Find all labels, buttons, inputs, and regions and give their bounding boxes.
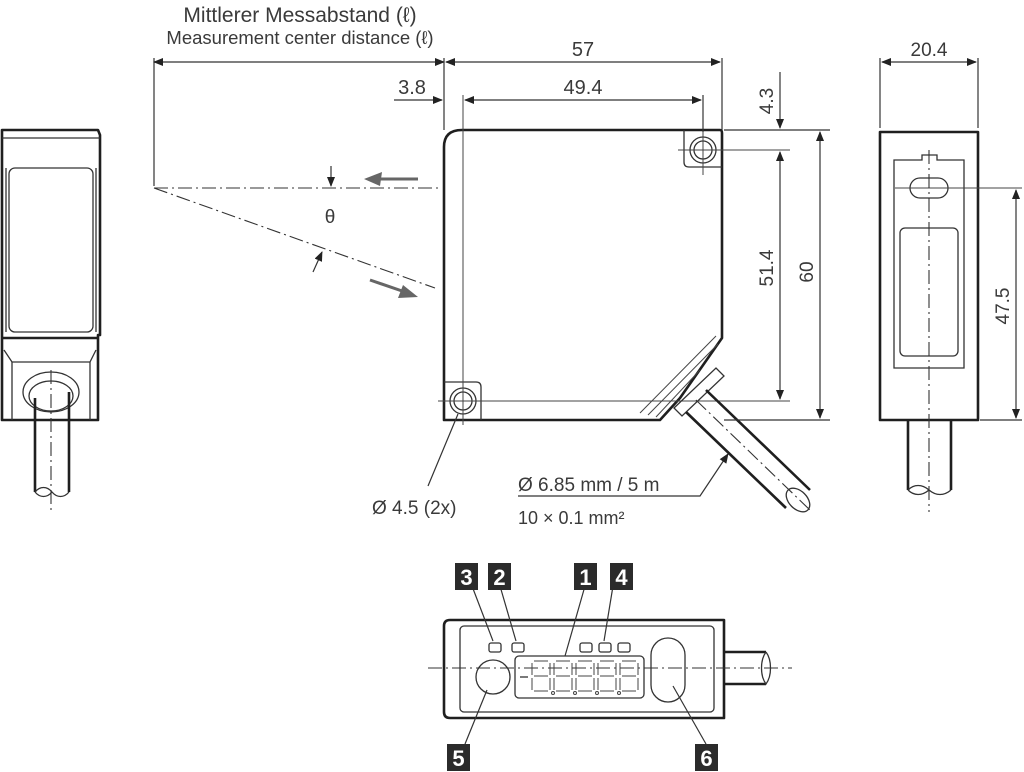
dim-height-total: 60 <box>797 261 818 282</box>
callout-badge-6: 6 <box>695 744 718 771</box>
callout-badge-5: 5 <box>447 744 470 771</box>
measurement-distance-dim: θ <box>153 58 445 298</box>
round-button[interactable] <box>475 659 511 695</box>
led-4b-indicator <box>598 642 612 653</box>
top-dimensions: 57 49.4 3.8 <box>394 39 723 132</box>
svg-text:5: 5 <box>452 746 464 771</box>
theta-label: θ <box>325 207 336 228</box>
svg-text:3: 3 <box>460 565 472 590</box>
led-2-indicator <box>511 642 525 653</box>
oval-button[interactable] <box>650 637 686 703</box>
callout-badge-3: 3 <box>455 563 478 590</box>
title-english: Measurement center distance (ℓ) <box>166 27 433 48</box>
seven-segment-display <box>514 655 645 699</box>
dim-depth: 20.4 <box>911 40 948 61</box>
mount-hole-label: Ø 4.5 (2x) <box>372 498 456 519</box>
front-view <box>0 128 102 512</box>
svg-text:1: 1 <box>579 565 591 590</box>
dim-offset-left: 3.8 <box>398 77 426 99</box>
led-4a-indicator <box>579 642 593 653</box>
svg-text:2: 2 <box>493 565 505 590</box>
dim-offset-top: 4.3 <box>757 88 778 114</box>
dim-width-total: 57 <box>572 39 594 61</box>
led-3-indicator <box>488 642 502 653</box>
display-panel-view: 3 2 1 4 5 6 <box>428 563 792 771</box>
cable-conductors-label: 10 × 0.1 mm² <box>518 508 625 528</box>
dim-hole-spacing-v: 51.4 <box>757 249 778 286</box>
callout-badge-4: 4 <box>610 563 633 590</box>
cable-spec-label: Ø 6.85 mm / 5 m <box>518 475 659 496</box>
title-german: Mittlerer Messabstand (ℓ) <box>183 4 416 27</box>
svg-text:4: 4 <box>615 565 628 590</box>
cable-annotations: Ø 4.5 (2x) Ø 6.85 mm / 5 m 10 × 0.1 mm² <box>372 413 729 528</box>
side-view: 20.4 47.5 <box>878 40 1022 512</box>
callout-badge-2: 2 <box>488 563 511 590</box>
right-dimensions: 4.3 51.4 60 <box>724 72 830 421</box>
dim-side-hole: 47.5 <box>993 288 1014 325</box>
led-4c-indicator <box>617 642 631 653</box>
callout-badge-1: 1 <box>574 563 597 590</box>
dim-hole-spacing-h: 49.4 <box>564 77 603 99</box>
main-view <box>438 95 813 513</box>
svg-text:6: 6 <box>700 746 712 771</box>
